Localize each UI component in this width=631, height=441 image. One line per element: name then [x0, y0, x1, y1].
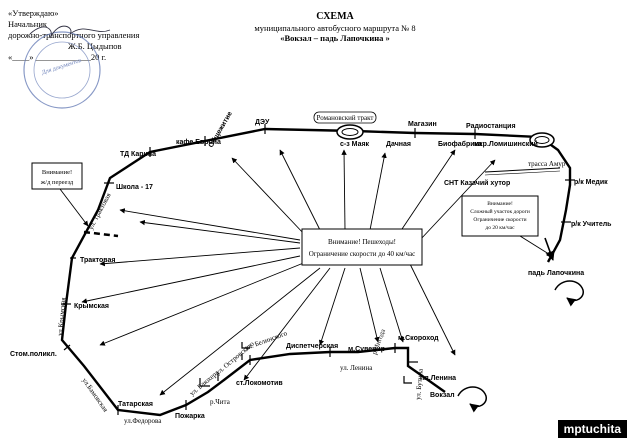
- stop-pl-lenina: пл.Ленина: [420, 375, 456, 382]
- stop-m-suvenir: м.Сувенир: [348, 346, 385, 353]
- stop-shkola-17: Школа - 17: [116, 184, 153, 191]
- street-romanovsky-trakt: Романовский тракт: [317, 114, 374, 122]
- stop-krymskaya: Крымская: [74, 303, 109, 310]
- approval-line-3: дорожно-транспортного управления: [8, 30, 140, 40]
- title-block: СХЕМА муниципального автобусного маршрут…: [235, 11, 435, 44]
- hard-warning-line-1: Внимание!: [487, 201, 513, 207]
- river-chita: р.Чита: [210, 398, 231, 406]
- stop-dachnaya: Дачная: [386, 141, 411, 148]
- approval-line-4: Ж.Б. Цыдыпов: [68, 41, 122, 51]
- railway-crossing: [83, 230, 119, 238]
- stop-mkr-lomishinskiy: мкр.Ломишинский: [474, 140, 538, 148]
- lapochkina-turn-arrow: [554, 280, 584, 307]
- hard-warning-line-2: Сложный участок дороги: [470, 208, 530, 215]
- stop-shelters: [199, 342, 412, 387]
- hard-warning-line-4: до 20 км/час: [485, 225, 515, 231]
- stop-vokzal: Вокзал: [430, 392, 455, 399]
- vokzal-turn-arrow: [457, 386, 487, 413]
- railway-warning-line-1: Внимание!: [42, 169, 72, 176]
- street-fedorova: ул.Федорова: [124, 417, 162, 425]
- stamp-text: Для документов: [41, 58, 82, 76]
- stop-pozharka: Пожарка: [175, 413, 205, 420]
- stop-st-lokomotiv: ст.Локомотив: [236, 380, 283, 387]
- railway-warning-line-2: ж/д переезд: [40, 179, 74, 186]
- stop-p-medik: р/к Медик: [574, 179, 608, 186]
- hard-section-warning: Внимание! Сложный участок дороги Огранич…: [461, 195, 553, 257]
- route-line: [60, 127, 446, 417]
- stop-p-uchitel: р/к Учитель: [571, 221, 612, 228]
- roundabout-left: [336, 124, 364, 140]
- street-lenina: ул. Ленина: [340, 364, 373, 372]
- title-line-2: муниципального автобусного маршрута № 8: [254, 22, 416, 33]
- stop-magazin: Магазин: [408, 121, 437, 128]
- stop-kafe-evropa: кафе Европа: [176, 139, 221, 146]
- stop-dsu: ДЭУ: [255, 119, 270, 126]
- route-line-east: [354, 129, 572, 263]
- approval-line-5: «____» _____________20 г.: [8, 52, 107, 62]
- stop-sz-mayak: с-з Маяк: [340, 141, 370, 148]
- stop-traktovaya: Трактовая: [80, 257, 115, 264]
- speed-warning-line-2: Ограничение скорости до 40 км/час: [309, 250, 416, 258]
- street-trassa-amur: трасса Амур: [528, 160, 566, 168]
- stop-radiostantsiya: Радиостанция: [466, 123, 516, 130]
- approval-line-2: Начальник: [8, 19, 48, 29]
- stop-tatarskaya: Татарская: [118, 401, 153, 408]
- signature: [29, 25, 111, 39]
- trassa-amur-road: [484, 167, 561, 173]
- title-line-1: СХЕМА: [316, 11, 354, 22]
- speed-warning-line-1: Внимание! Пешеходы!: [328, 238, 396, 246]
- street-krymskaya: ул.Крымская: [56, 296, 67, 336]
- stop-biofabrika: Биофабрика: [438, 140, 482, 148]
- stop-stom-polikl: Стом.поликл.: [10, 351, 57, 358]
- stop-m-skorokhod: м.Скороход: [398, 335, 439, 342]
- hard-warning-line-3: Ограничение скорости: [473, 217, 526, 223]
- approval-block: «Утверждаю» Начальник дорожно-транспортн…: [8, 8, 139, 63]
- stamp: Для документов: [23, 31, 101, 109]
- approval-line-1: «Утверждаю»: [8, 8, 59, 18]
- street-butina: ул. Бутина: [414, 368, 425, 401]
- railway-warning: Внимание! ж/д переезд: [31, 162, 89, 227]
- stop-td-karina: ТД Карина: [120, 151, 156, 158]
- speed-warning: Внимание! Пешеходы! Ограничение скорости…: [81, 149, 496, 396]
- stop-ticks: [61, 124, 575, 415]
- stop-dispetcherskaya: Диспетчерская: [286, 343, 338, 350]
- stop-pad-lapochkina: падь Лапочкина: [528, 270, 584, 277]
- street-traktovaya: ул. Трактовая: [87, 191, 113, 231]
- watermark: mptuchita: [557, 420, 627, 438]
- title-line-3: «Вокзал – падь Лапочкина »: [280, 33, 390, 43]
- stop-snt-kazachiy: СНТ Казачий хутор: [444, 179, 510, 187]
- roundabout-right: [529, 132, 555, 148]
- romanovsky-trakt: Романовский тракт: [313, 111, 377, 124]
